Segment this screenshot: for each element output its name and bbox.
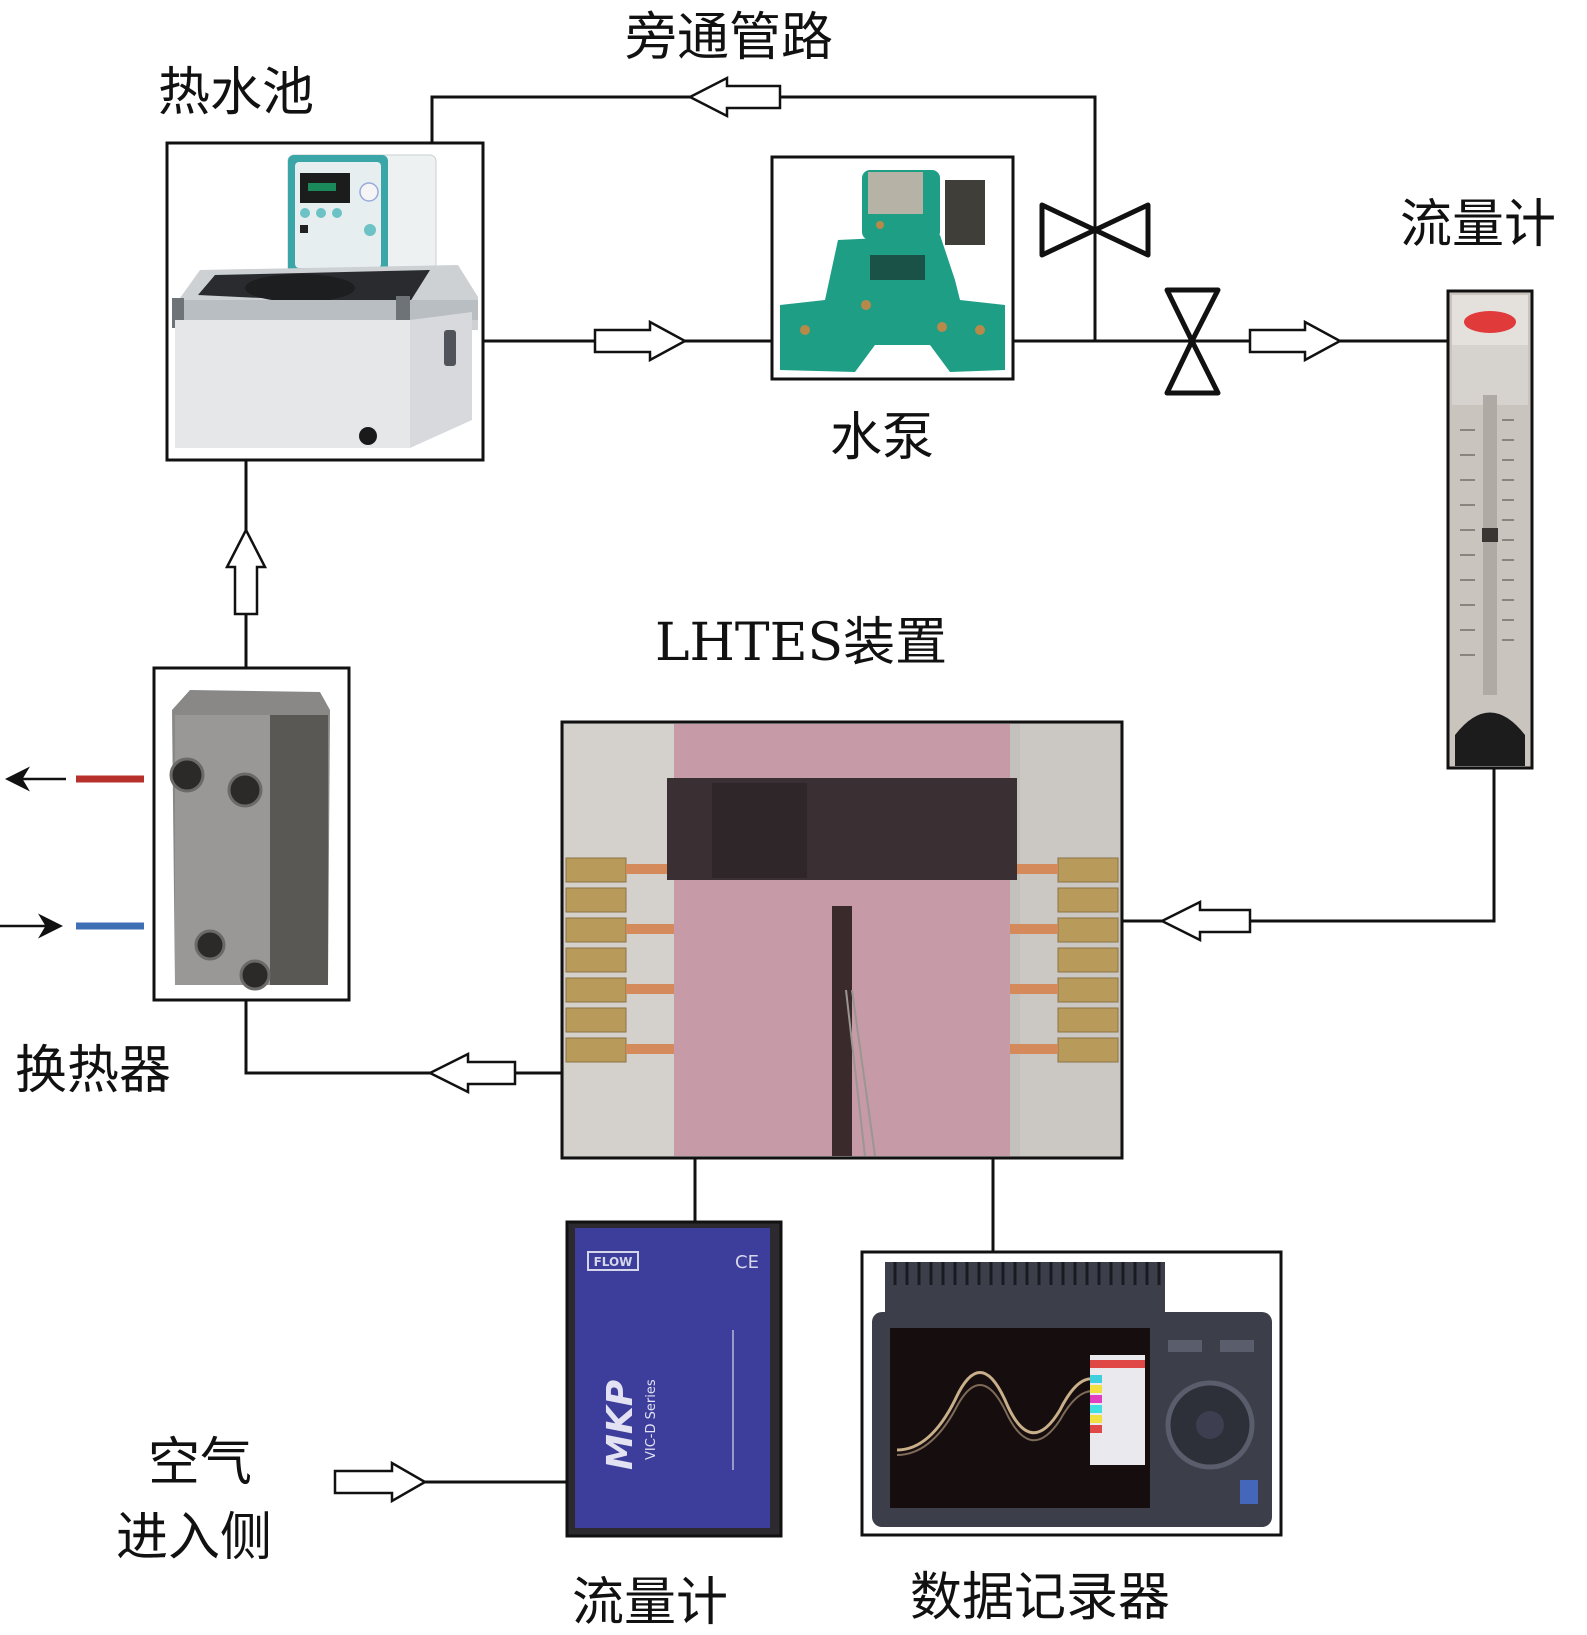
label-data-logger: 数据记录器 [910,1568,1170,1628]
hot-water-tank[interactable] [165,141,485,462]
label-air-inlet-line2: 进入侧 [116,1508,272,1568]
label-water-pump: 水泵 [830,408,934,468]
label-water-flowmeter: 流量计 [1400,195,1556,255]
label-heat-exchanger: 换热器 [15,1041,171,1101]
bypass-valve-icon[interactable] [1039,202,1151,258]
air-flowmeter-series: VIC-D Series [644,1379,659,1460]
label-air-flowmeter: 流量计 [572,1573,728,1633]
label-bypass-pipe: 旁通管路 [625,8,833,68]
air-flowmeter-badge: FLOW [594,1255,633,1269]
air-flowmeter[interactable]: FLOW CE MKP VIC-D Series [565,1220,783,1538]
flow-arrow-right-icon [1248,319,1343,363]
flow-arrow-right-icon [333,1460,428,1504]
label-air-inlet-line1: 空气 [148,1433,252,1493]
flow-arrow-up-icon [224,527,268,616]
pipe-flowmeter-to-lhtes [1122,768,1496,923]
flow-arrow-left-icon [427,1051,517,1095]
rotameter-logo-icon [1464,311,1516,333]
water-flowmeter[interactable] [1446,289,1534,770]
labels: 热水池 旁通管路 水泵 流量计 LHTES装置 换热器 空气 进入侧 流量计 数… [15,8,1556,1633]
data-logger[interactable] [860,1250,1283,1537]
label-hot-water-tank: 热水池 [158,63,314,123]
lhtes-device[interactable] [560,720,1124,1160]
water-pump[interactable] [770,155,1015,381]
rotameter-float [1482,528,1498,542]
air-flowmeter-ce-mark: CE [735,1252,759,1273]
flow-arrow-left-icon [1159,899,1252,943]
heat-exchanger[interactable] [152,666,351,1002]
air-flowmeter-brand: MKP [600,1380,641,1470]
main-valve-icon[interactable] [1164,287,1221,396]
flow-arrow-left-icon [687,75,782,119]
label-lhtes-device: LHTES装置 [655,613,947,673]
flow-arrows [224,75,1343,1504]
flow-arrow-right-icon [593,319,688,363]
